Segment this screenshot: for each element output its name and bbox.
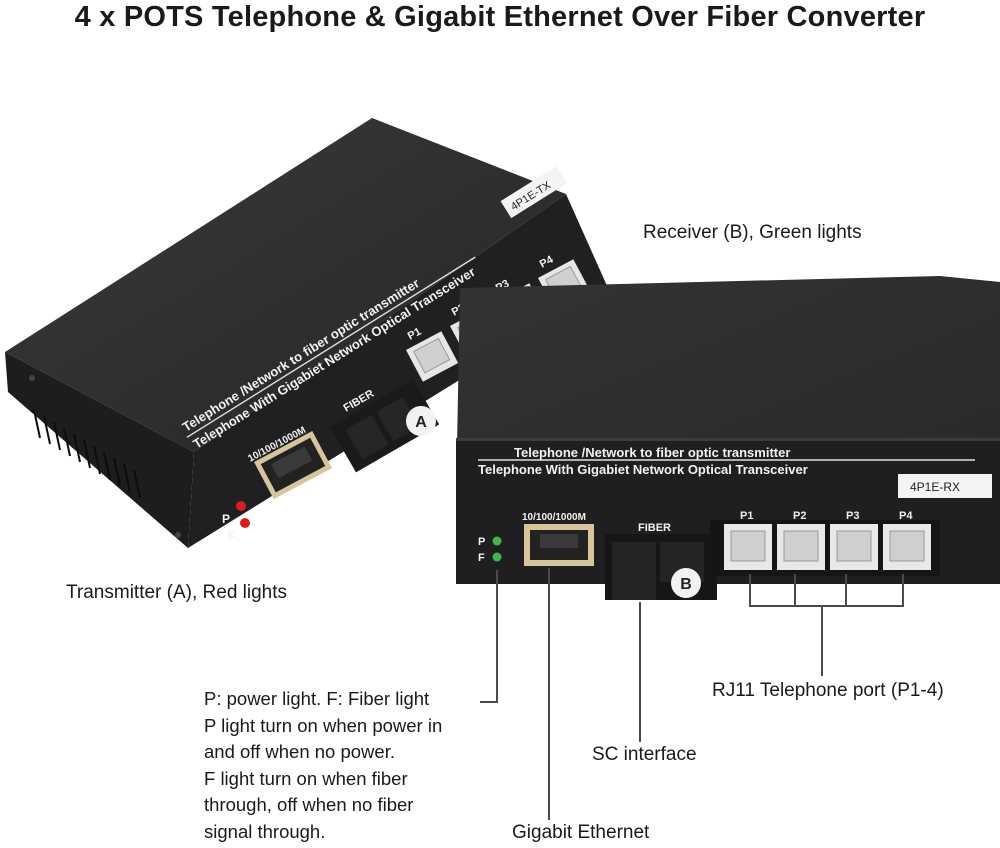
- receiver-model-label: 4P1E-RX: [910, 480, 960, 494]
- transmitter-fiber-badge: [406, 406, 436, 436]
- led-description-line: through, off when no fiber: [204, 794, 414, 815]
- transmitter-ethernet-port: [253, 431, 332, 500]
- receiver-eth-label: 10/100/1000M: [522, 512, 586, 523]
- transmitter-unit: Telephone /Network to fiber optic transm…: [5, 118, 608, 548]
- leader-line-leds: [480, 570, 498, 703]
- receiver-fiber-led-icon: [492, 552, 502, 562]
- transmitter-power-led-icon: [236, 501, 246, 511]
- transmitter-led-p-label: P: [222, 512, 230, 526]
- receiver-led-p-label: P: [478, 536, 485, 548]
- sc-interface-caption: SC interface: [592, 744, 697, 765]
- leader-line-rj11-bracket: [749, 574, 904, 607]
- transmitter-top-surface: [5, 118, 566, 452]
- rj11-caption: RJ11 Telephone port (P1-4): [712, 680, 944, 701]
- transmitter-led-f-label: F: [228, 529, 235, 543]
- led-description-line: P: power light. F: Fiber light: [204, 688, 430, 709]
- receiver-fiber-badge: [671, 568, 701, 598]
- transmitter-sc-connector: [330, 379, 440, 473]
- receiver-fiber-badge-label: B: [680, 576, 692, 593]
- page-title: 4 x POTS Telephone & Gigabit Ethernet Ov…: [74, 1, 926, 33]
- receiver-port-p3-label: P3: [846, 510, 859, 522]
- receiver-model-tag: [898, 474, 992, 498]
- transmitter-port-p4-label: P4: [538, 253, 556, 270]
- receiver-power-led-icon: [492, 536, 502, 546]
- receiver-port-p1-label: P1: [740, 510, 753, 522]
- led-description-line: F light turn on when fiber: [204, 767, 408, 789]
- receiver-rj11-ports: [710, 520, 940, 576]
- led-description: P: power light. F: Fiber light P light t…: [204, 686, 442, 845]
- receiver-port-p4-label: P4: [899, 510, 913, 522]
- transmitter-vent-slots: [33, 409, 141, 499]
- receiver-caption: Receiver (B), Green lights: [643, 222, 862, 243]
- transmitter-left-side: [5, 352, 194, 548]
- receiver-fiber-label: FIBER: [638, 522, 671, 534]
- transmitter-port-p1-label: P1: [406, 326, 424, 343]
- gigabit-ethernet-caption: Gigabit Ethernet: [512, 822, 650, 843]
- transmitter-caption: Transmitter (A), Red lights: [66, 582, 288, 603]
- receiver-port-p2-label: P2: [793, 510, 806, 522]
- receiver-unit: Telephone /Network to fiber optic transm…: [456, 276, 1000, 600]
- led-description-line: signal through.: [204, 820, 326, 842]
- transmitter-fiber-led-icon: [240, 518, 250, 528]
- transmitter-screw-icon: [29, 375, 35, 381]
- led-description-line: P light turn on when power in: [204, 714, 443, 736]
- receiver-panel-line2: Telephone With Gigabiet Network Optical …: [478, 462, 808, 477]
- receiver-led-f-label: F: [478, 552, 485, 564]
- receiver-panel-line1: Telephone /Network to fiber optic transm…: [514, 445, 790, 460]
- led-description-line: and off when no power.: [204, 741, 395, 762]
- transmitter-fiber-badge-label: A: [415, 414, 427, 431]
- leader-lines: [480, 568, 904, 820]
- transmitter-screw-icon: [175, 532, 181, 538]
